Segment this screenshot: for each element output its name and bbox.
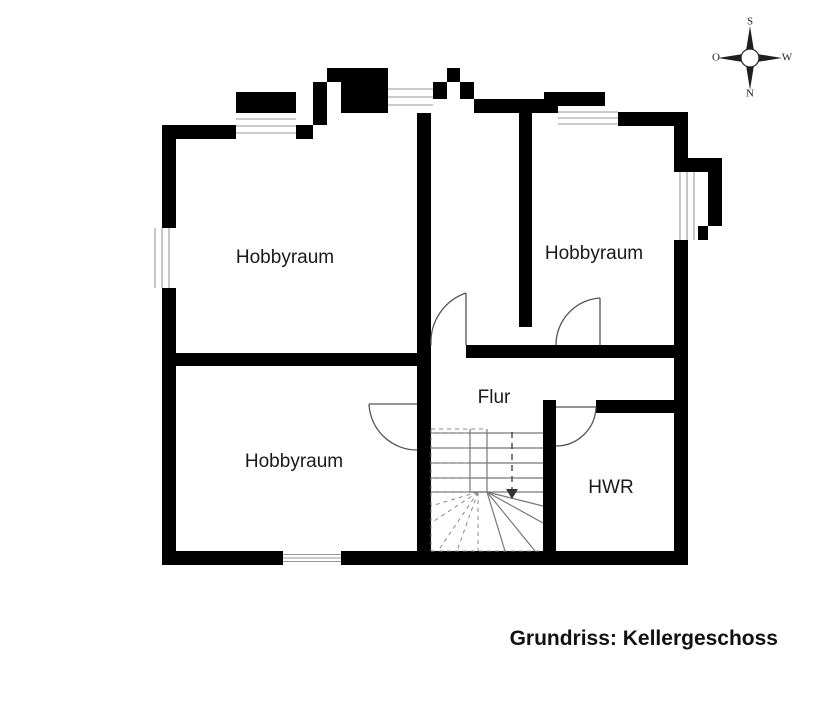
compass-label-south: S [747,16,753,28]
interior-wall-left-divider [176,353,422,366]
window-left [148,228,176,288]
compass-label-ost: O [712,52,720,64]
room-label-group: Hobbyraum Hobbyraum Hobbyraum Flur HWR [236,243,643,498]
window-top-right [558,106,618,126]
wall-structure [162,68,722,565]
room-label-hobbyraum-upper-left: Hobbyraum [236,247,334,268]
door-upper-right-to-flur [555,297,601,346]
interior-wall-between-upper-rooms [519,113,532,327]
interior-wall-hwr-north [596,400,674,413]
room-label-hobbyraum-upper-right: Hobbyraum [545,243,643,264]
window-right [674,172,698,240]
interior-wall-upper-left-vertical [417,113,431,366]
stair-dashed-guides [430,428,543,552]
room-label-flur: Flur [478,387,511,408]
page-title: Grundriss: Kellergeschoss [510,627,778,650]
door-flur-to-lower-left [368,403,418,451]
door-upper-left-to-flur [430,292,467,346]
window-top-left [236,113,296,139]
interior-wall-hwr-west [543,400,556,551]
window-bottom [283,551,341,565]
compass-center-circle [740,48,760,68]
interior-wall-stair-west [417,366,431,551]
window-group [148,82,698,565]
room-label-hwr: HWR [588,477,633,498]
staircase [430,428,544,552]
interior-wall-upper-right-south [519,345,674,358]
window-top-center [388,82,433,113]
interior-wall-door-stub [466,345,519,358]
compass-rose: S O W N [712,16,793,100]
compass-label-west: W [782,52,793,64]
stair-newel [469,429,488,493]
outer-wall-envelope [162,68,722,565]
stair-direction-arrow [506,432,518,499]
compass-label-nord: N [746,88,754,100]
door-group [368,292,601,451]
room-label-hobbyraum-lower-left: Hobbyraum [245,451,343,472]
door-flur-to-hwr [555,406,597,447]
